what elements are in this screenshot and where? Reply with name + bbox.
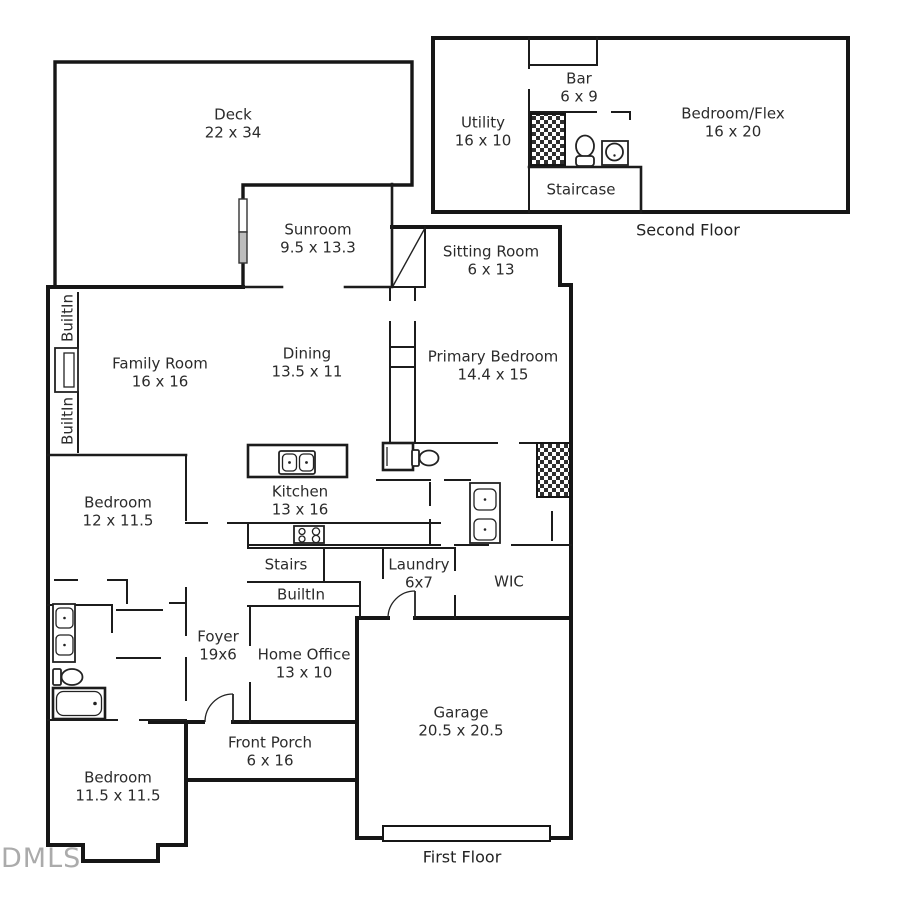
room-label-sitting-room: Sitting Room 6 x 13 bbox=[442, 242, 540, 278]
room-label-kitchen: Kitchen 13 x 16 bbox=[271, 482, 329, 518]
island-sink-icon bbox=[246, 443, 349, 479]
room-label-primary-bedroom: Primary Bedroom 14.4 x 15 bbox=[427, 347, 559, 383]
toilet-icon bbox=[52, 668, 84, 686]
second-floor-caption: Second Floor bbox=[636, 220, 740, 240]
first-floor-walls bbox=[46, 60, 573, 863]
toilet-icon bbox=[575, 134, 595, 167]
room-label-family-room: Family Room 16 x 16 bbox=[112, 354, 208, 390]
room-label-bedroom-left: Bedroom 12 x 11.5 bbox=[82, 493, 154, 529]
washer-icon bbox=[601, 140, 629, 166]
door-arc-icon bbox=[387, 590, 416, 619]
second-floor-fixtures bbox=[530, 113, 629, 167]
room-label-deck: Deck 22 x 34 bbox=[204, 105, 262, 141]
room-label-bedroom-flex: Bedroom/Flex 16 x 20 bbox=[681, 104, 785, 140]
mls-watermark: DMLS bbox=[1, 843, 82, 874]
toilet-icon bbox=[411, 449, 440, 467]
shower-tile-icon bbox=[536, 442, 571, 498]
room-label-builtin-bottom: BuiltIn bbox=[58, 397, 77, 445]
room-label-front-porch: Front Porch 6 x 16 bbox=[228, 733, 312, 769]
cooktop-icon bbox=[293, 525, 325, 544]
room-label-staircase: Staircase bbox=[546, 180, 616, 199]
room-label-builtin-office: BuiltIn bbox=[277, 585, 325, 604]
window-icon bbox=[238, 198, 248, 264]
room-label-bedroom-bottom: Bedroom 11.5 x 11.5 bbox=[75, 768, 161, 804]
room-label-builtin-top: BuiltIn bbox=[58, 294, 77, 342]
garage-door-icon bbox=[382, 825, 551, 842]
door-arc-icon bbox=[204, 693, 234, 723]
room-label-sunroom: Sunroom 9.5 x 13.3 bbox=[280, 220, 356, 256]
room-label-garage: Garage 20.5 x 20.5 bbox=[418, 703, 504, 739]
room-label-stairs: Stairs bbox=[264, 555, 308, 574]
room-label-home-office: Home Office 13 x 10 bbox=[257, 645, 351, 681]
room-label-bar: Bar 6 x 9 bbox=[560, 69, 598, 105]
fireplace-icon bbox=[54, 347, 79, 393]
first-floor-caption: First Floor bbox=[422, 847, 502, 867]
shower-tile-icon bbox=[530, 113, 566, 166]
room-label-dining: Dining 13.5 x 11 bbox=[271, 344, 343, 380]
bathtub-icon bbox=[51, 686, 107, 721]
room-label-foyer: Foyer 19x6 bbox=[197, 627, 239, 663]
stairs-diagonal-icon bbox=[392, 227, 426, 287]
second-floor-walls bbox=[431, 36, 850, 214]
room-label-utility: Utility 16 x 10 bbox=[454, 113, 512, 149]
double-sink-icon bbox=[52, 603, 76, 663]
first-floor-fixtures bbox=[51, 198, 571, 842]
shower-stall-icon bbox=[381, 441, 415, 472]
double-sink-icon bbox=[469, 482, 501, 544]
room-label-wic: WIC bbox=[494, 572, 524, 591]
room-label-laundry: Laundry 6x7 bbox=[388, 555, 450, 591]
